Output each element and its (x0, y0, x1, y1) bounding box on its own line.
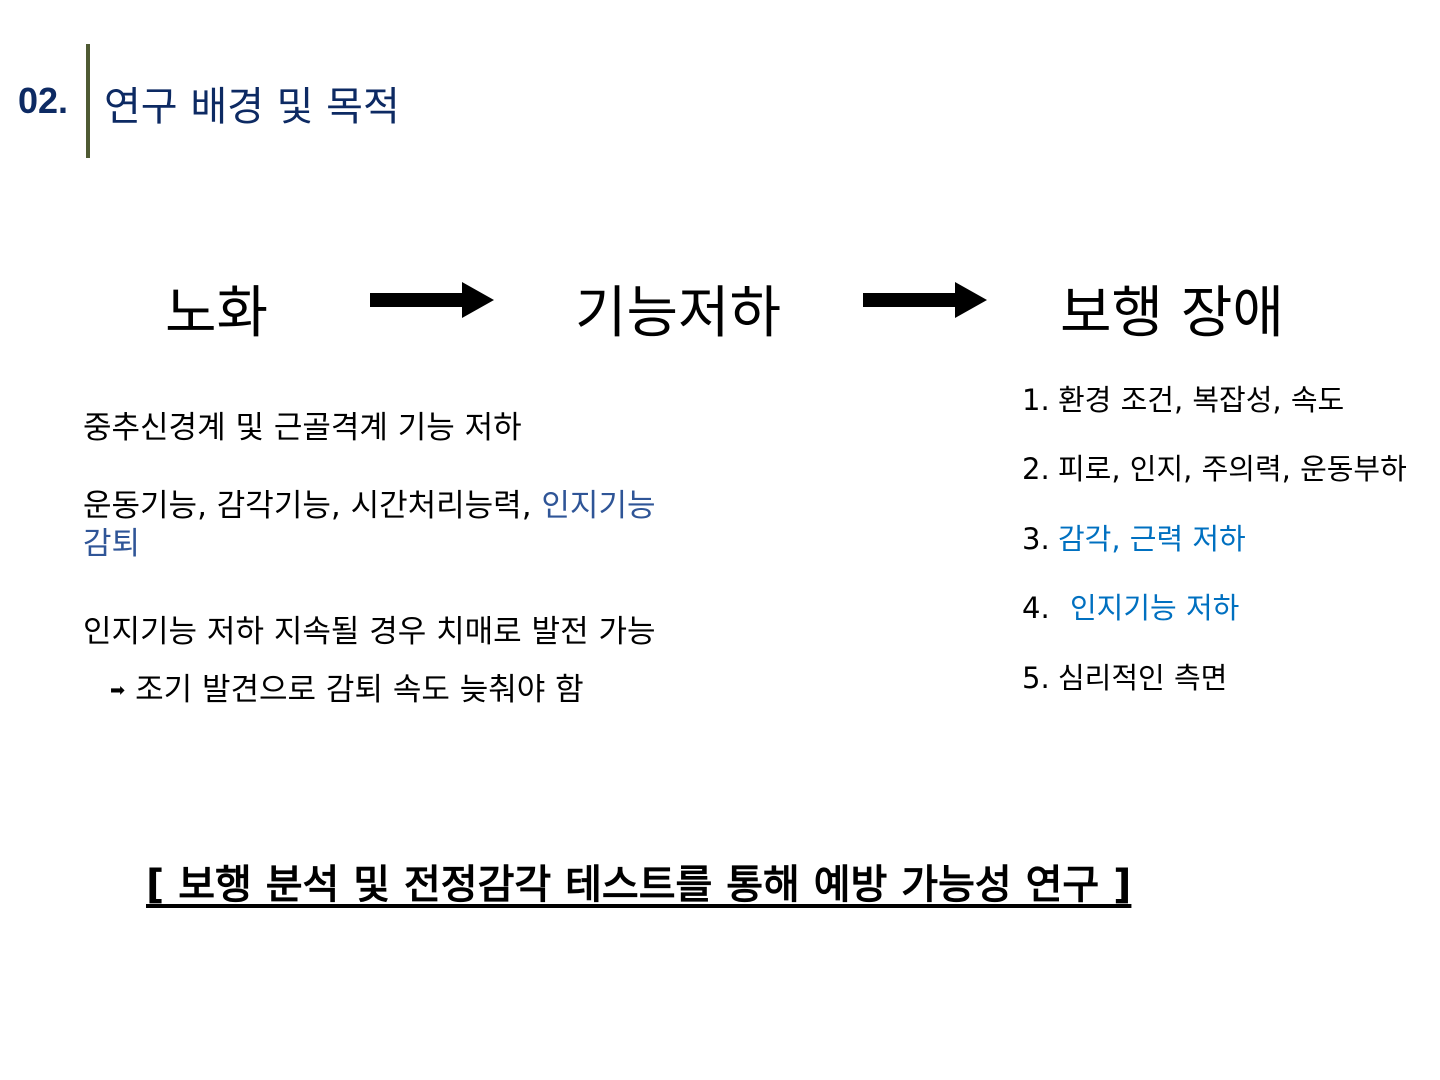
list-item: 3.감각, 근력 저하 (1022, 516, 1246, 558)
list-text: 심리적인 측면 (1058, 661, 1228, 695)
list-number: 3. (1022, 522, 1050, 556)
left-text-line1: 중추신경계 및 근골격계 기능 저하 (83, 410, 522, 446)
page-title: 연구 배경 및 목적 (104, 84, 400, 130)
arrow-right-icon (370, 282, 494, 318)
flow-step-decline: 기능저하 (575, 281, 782, 346)
list-text: 인지기능 저하 (1070, 591, 1240, 625)
list-text: 피로, 인지, 주의력, 운동부하 (1058, 452, 1407, 486)
left-text-line2-black: 운동기능, 감각기능, 시간처리능력, (83, 488, 542, 524)
arrow-bullet-icon: ➡ (110, 680, 126, 701)
list-number: 4. (1022, 591, 1050, 625)
list-text: 감각, 근력 저하 (1058, 522, 1246, 556)
left-text-line2: 운동기능, 감각기능, 시간처리능력, 인지기능 (83, 480, 656, 525)
left-text-line2-cont: 감퇴 (83, 526, 141, 562)
conclusion-text: [ 보행 분석 및 전정감각 테스트를 통해 예방 가능성 연구 ] (146, 862, 1132, 908)
arrow-right-icon (863, 282, 987, 318)
list-number: 1. (1022, 383, 1050, 417)
left-text-line3: 인지기능 저하 지속될 경우 치매로 발전 가능 (83, 614, 656, 650)
list-item: 2.피로, 인지, 주의력, 운동부하 (1022, 446, 1407, 488)
left-text-line4-label: 조기 발견으로 감퇴 속도 늦춰야 함 (135, 672, 584, 708)
flow-step-gait-disorder: 보행 장애 (1060, 281, 1284, 346)
left-text-line2-blue: 인지기능 (541, 488, 656, 524)
list-item: 4. 인지기능 저하 (1022, 585, 1239, 627)
list-number: 2. (1022, 452, 1050, 486)
list-number: 5. (1022, 661, 1050, 695)
list-item: 1.환경 조건, 복잡성, 속도 (1022, 377, 1344, 419)
title-divider (86, 44, 90, 158)
list-item: 5.심리적인 측면 (1022, 655, 1227, 697)
flow-step-aging: 노화 (165, 281, 269, 346)
left-text-line4: ➡ 조기 발견으로 감퇴 속도 늦춰야 함 (110, 664, 584, 709)
section-number: 02. (18, 80, 69, 121)
list-text: 환경 조건, 복잡성, 속도 (1058, 383, 1345, 417)
